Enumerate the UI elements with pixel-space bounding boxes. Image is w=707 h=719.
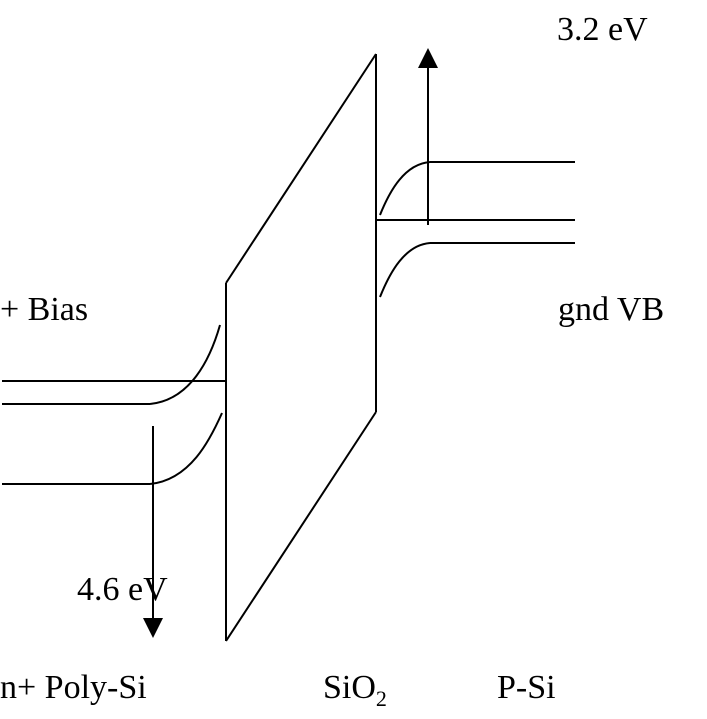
substrate-band-bend-lower	[379, 242, 431, 298]
label-4.6ev: 4.6 eV	[77, 571, 168, 608]
oxide-top-edge	[225, 53, 377, 284]
oxide-bottom-edge	[225, 411, 377, 642]
label-3.2ev: 3.2 eV	[557, 11, 648, 48]
label-gate-material: n+ Poly-Si	[0, 669, 147, 706]
gate-band-bend-mid	[149, 324, 221, 405]
label-plus-bias: + Bias	[0, 291, 89, 328]
label-oxide-subscript: 2	[375, 685, 387, 711]
label-oxide: SiO2	[323, 671, 387, 710]
label-oxide-main: SiO	[323, 669, 376, 706]
label-substrate-material: P-Si	[497, 669, 556, 706]
label-gnd-vb: gnd VB	[558, 291, 665, 328]
gate-band-bend-lower	[149, 412, 223, 485]
substrate-band-bend-upper	[379, 161, 431, 216]
